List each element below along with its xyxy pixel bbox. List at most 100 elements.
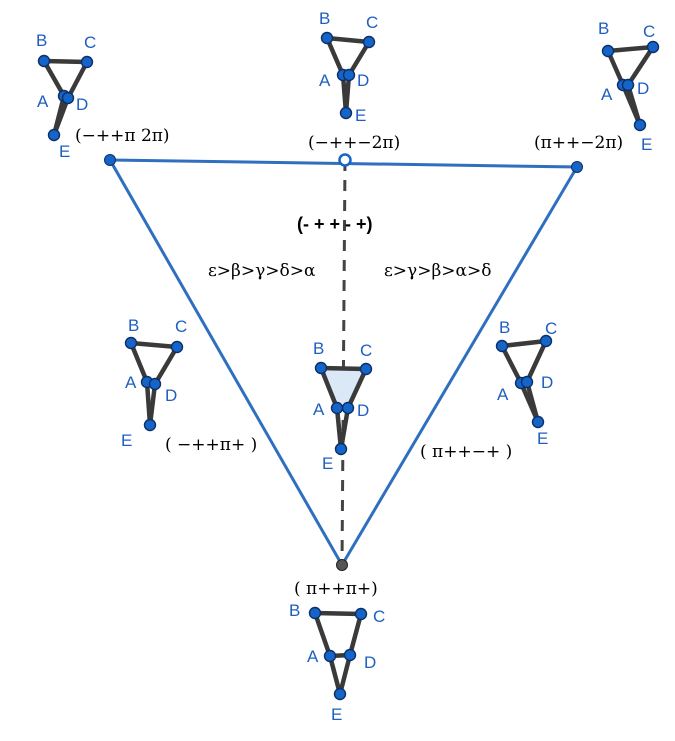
vertex-label-B: B	[319, 9, 330, 28]
vertex-label-E: E	[59, 142, 70, 161]
midpoint-top	[338, 153, 352, 167]
edge-BC	[605, 44, 656, 54]
vertex-label-C: C	[175, 317, 187, 336]
vertex-label-E: E	[641, 135, 652, 154]
vertex-label-A: A	[125, 373, 137, 392]
vertex-B	[495, 339, 509, 353]
edge-DE	[147, 381, 158, 428]
vertex-A	[330, 401, 344, 415]
vertex-label-E: E	[322, 454, 333, 473]
edge-BC	[318, 365, 369, 372]
edge-AE	[327, 653, 343, 697]
corner-top-left	[104, 154, 116, 166]
vertex-E	[47, 128, 61, 142]
edge-BC	[312, 610, 364, 617]
edge-CD	[346, 39, 372, 78]
vertex-label-B: B	[36, 31, 47, 50]
edge-CD	[345, 366, 369, 411]
edge-CD	[65, 59, 90, 101]
edge-BA	[312, 610, 333, 659]
edge-DE	[625, 82, 643, 128]
corner-bottom	[336, 559, 348, 571]
vertex-D	[520, 375, 534, 389]
vertex-label-C: C	[366, 13, 378, 32]
vertex-D	[621, 78, 635, 92]
vertex-E	[339, 106, 353, 120]
vertex-label-B: B	[499, 318, 510, 337]
edge-DE	[338, 405, 351, 452]
edge-CD	[347, 611, 364, 658]
vertex-B	[601, 44, 615, 58]
vertex-C	[539, 334, 553, 348]
label-left-order: ε>β>γ>δ>α	[208, 261, 316, 281]
vertex-label-B: B	[313, 339, 324, 358]
vertex-label-A: A	[313, 400, 325, 419]
label-right-order: ε>γ>β>α>δ	[384, 261, 492, 281]
vertex-label-C: C	[545, 319, 557, 338]
vertex-A	[323, 649, 337, 663]
label-top-left: (−++π 2π)	[75, 126, 170, 146]
configuration-left: A B C D E	[121, 316, 187, 450]
vertex-label-A: A	[37, 92, 49, 111]
vertex-label-D: D	[541, 373, 553, 392]
label-top-right: (π++−2π)	[534, 133, 623, 153]
vertex-label-B: B	[598, 19, 609, 38]
edge-DE	[51, 95, 71, 138]
vertex-label-E: E	[121, 431, 132, 450]
label-top-mid: (−++−2π)	[308, 133, 400, 153]
vertex-label-C: C	[360, 341, 372, 360]
edge-CD	[524, 338, 549, 385]
label-left-edge: ( −++π+ )	[165, 435, 257, 455]
vertex-B	[308, 606, 322, 620]
vertex-B	[314, 361, 328, 375]
edge-BA	[318, 365, 340, 411]
edge-BA	[128, 340, 150, 385]
edge-DE	[343, 72, 352, 116]
label-center-sign: (- + + - +)	[297, 214, 373, 234]
vertex-label-C: C	[84, 33, 96, 52]
vertex-E	[333, 687, 347, 701]
vertex-label-D: D	[637, 79, 649, 98]
vertex-label-E: E	[537, 429, 548, 448]
vertex-label-A: A	[601, 85, 613, 104]
configuration-right: A B C D E	[495, 318, 557, 448]
vertex-label-D: D	[165, 386, 177, 405]
vertex-E	[334, 442, 348, 456]
vertex-D	[148, 377, 162, 391]
vertex-E	[143, 418, 157, 432]
edge-DE	[524, 379, 541, 425]
vertex-E	[633, 118, 647, 132]
label-right-edge: ( π++−+ )	[420, 442, 512, 462]
shaded-quadrilateral	[321, 368, 366, 408]
vertex-label-A: A	[307, 647, 319, 666]
vertex-label-A: A	[497, 385, 509, 404]
edge-BC	[41, 58, 90, 65]
vertex-C	[362, 35, 376, 49]
vertex-label-D: D	[357, 401, 369, 420]
edge-BA	[41, 58, 67, 99]
edge-BC	[499, 338, 549, 349]
vertex-E	[531, 415, 545, 429]
edge-CD	[625, 44, 656, 88]
vertex-B	[320, 31, 334, 45]
vertex-label-B: B	[289, 601, 300, 620]
corner-top-right	[571, 161, 583, 173]
edge-CD	[152, 344, 180, 387]
vertex-C	[646, 40, 660, 54]
vertex-label-D: D	[357, 71, 369, 90]
dashed-median	[340, 159, 347, 566]
edge-BC	[324, 35, 372, 45]
edge-BC	[128, 340, 180, 350]
vertex-C	[170, 340, 184, 354]
edge-DE	[337, 652, 353, 697]
vertex-label-B: B	[128, 316, 139, 335]
vertex-C	[80, 55, 94, 69]
vertex-D	[61, 91, 75, 105]
label-bottom: ( π++π+)	[294, 579, 378, 599]
vertex-label-E: E	[355, 106, 366, 125]
